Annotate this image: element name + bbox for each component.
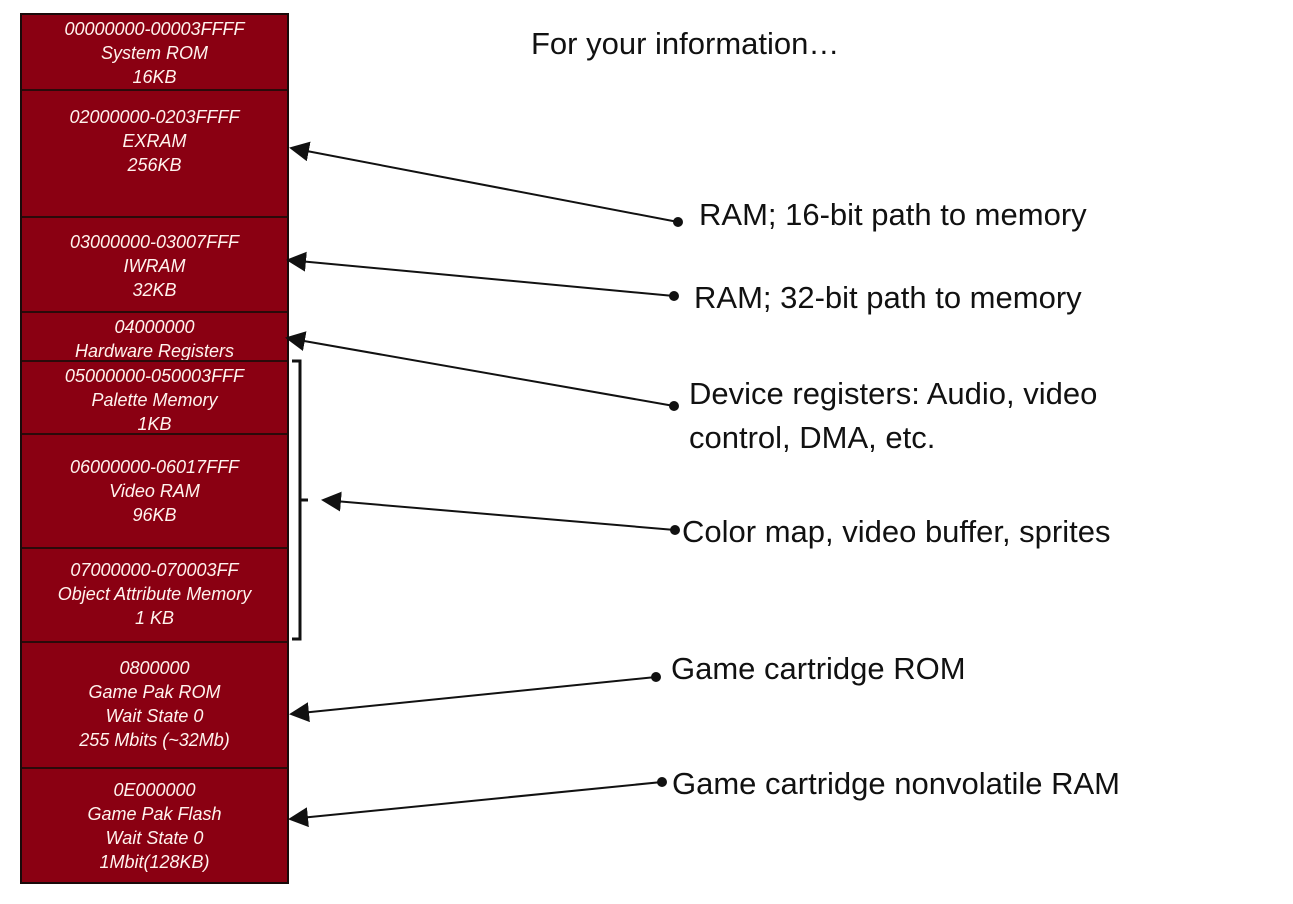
region-size: 255 Mbits (~32Mb) bbox=[79, 730, 230, 750]
memory-block-exram: 02000000-0203FFFF EXRAM 256KB bbox=[22, 89, 287, 216]
region-size: 16KB bbox=[132, 67, 177, 87]
region-name: Palette Memory bbox=[91, 390, 218, 410]
region-size: 1Mbit(128KB) bbox=[99, 852, 210, 872]
bullet-dot bbox=[670, 525, 680, 535]
bullet-dot bbox=[673, 217, 683, 227]
rom-connector bbox=[289, 672, 661, 723]
annotation-text: control, DMA, etc. bbox=[689, 420, 936, 455]
annotation-rom: Game cartridge ROM bbox=[671, 647, 966, 691]
bullet-dot bbox=[657, 777, 667, 787]
memory-block-video-ram: 06000000-06017FFF Video RAM 96KB bbox=[22, 433, 287, 547]
address-range: 07000000-070003FF bbox=[70, 560, 239, 580]
annotation-text: Device registers: Audio, video bbox=[689, 376, 1098, 411]
registers-connector bbox=[285, 331, 679, 411]
region-size: 256KB bbox=[127, 155, 182, 175]
wait-state: Wait State 0 bbox=[105, 706, 204, 726]
video-region-bracket bbox=[292, 359, 308, 641]
memory-block-game-pak-flash: 0E000000 Game Pak Flash Wait State 0 1Mb… bbox=[22, 767, 287, 882]
region-name: System ROM bbox=[100, 43, 208, 63]
annotation-exram: RAM; 16-bit path to memory bbox=[699, 193, 1087, 237]
region-size: 96KB bbox=[132, 505, 177, 525]
memory-map: 00000000-00003FFFF System ROM 16KB 02000… bbox=[20, 13, 289, 884]
memory-block-hardware-registers: 04000000 Hardware Registers bbox=[22, 311, 287, 361]
video-connector bbox=[321, 491, 680, 535]
region-size: 1 KB bbox=[134, 608, 175, 628]
address-range: 06000000-06017FFF bbox=[69, 457, 240, 477]
iwram-connector bbox=[286, 251, 679, 301]
address-range: 00000000-00003FFFF bbox=[64, 19, 245, 39]
region-size: 1KB bbox=[137, 414, 172, 434]
address-range: 0E000000 bbox=[113, 780, 196, 800]
bullet-dot bbox=[669, 401, 679, 411]
annotation-text: RAM; 32-bit path to memory bbox=[694, 280, 1082, 315]
memory-block-system-rom: 00000000-00003FFFF System ROM 16KB bbox=[22, 15, 287, 91]
annotation-text: Color map, video buffer, sprites bbox=[682, 514, 1111, 549]
region-name: Video RAM bbox=[109, 481, 200, 501]
region-name: Hardware Registers bbox=[74, 341, 235, 361]
annotation-iwram: RAM; 32-bit path to memory bbox=[694, 276, 1082, 320]
bullet-dot bbox=[651, 672, 661, 682]
region-name: Object Attribute Memory bbox=[57, 584, 252, 604]
annotation-text: Game cartridge ROM bbox=[671, 651, 966, 686]
annotation-video: Color map, video buffer, sprites bbox=[682, 510, 1110, 554]
address-range: 03000000-03007FFF bbox=[69, 232, 240, 252]
memory-block-iwram: 03000000-03007FFF IWRAM 32KB bbox=[22, 216, 287, 311]
flash-connector bbox=[288, 777, 667, 828]
region-name: Game Pak ROM bbox=[88, 682, 221, 702]
bullet-dot bbox=[669, 291, 679, 301]
address-range: 05000000-050003FFF bbox=[64, 366, 245, 386]
annotation-flash: Game cartridge nonvolatile RAM bbox=[672, 762, 1120, 806]
annotation-text: Game cartridge nonvolatile RAM bbox=[672, 766, 1120, 801]
annotation-text: RAM; 16-bit path to memory bbox=[699, 197, 1087, 232]
region-name: EXRAM bbox=[122, 131, 187, 151]
memory-block-game-pak-rom: 0800000 Game Pak ROM Wait State 0 255 Mb… bbox=[22, 641, 287, 767]
memory-block-palette-memory: 05000000-050003FFF Palette Memory 1KB bbox=[22, 360, 287, 434]
address-range: 0800000 bbox=[119, 658, 190, 678]
wait-state: Wait State 0 bbox=[105, 828, 204, 848]
memory-block-object-attribute-memory: 07000000-070003FF Object Attribute Memor… bbox=[22, 547, 287, 641]
address-range: 02000000-0203FFFF bbox=[69, 107, 240, 127]
region-size: 32KB bbox=[132, 280, 177, 300]
slide-title: For your information… bbox=[531, 26, 840, 61]
address-range: 04000000 bbox=[114, 317, 195, 337]
annotation-registers: Device registers: Audio, video control, … bbox=[689, 372, 1097, 460]
region-name: Game Pak Flash bbox=[87, 804, 222, 824]
region-name: IWRAM bbox=[123, 256, 186, 276]
exram-connector bbox=[289, 141, 683, 227]
